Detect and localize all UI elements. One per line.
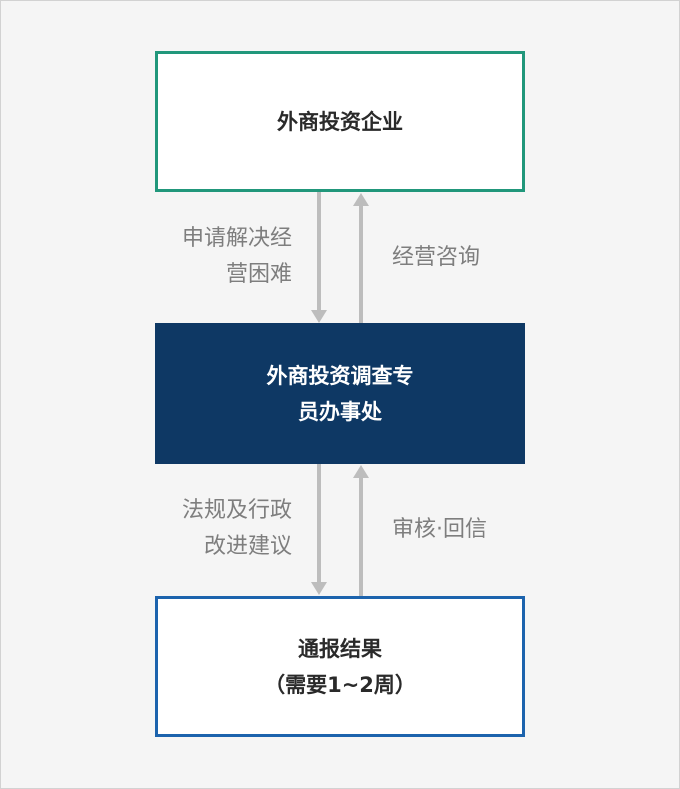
result-notification-box: 通报结果 （需要1~2周） (155, 596, 525, 737)
label-line: 营困难 (225, 262, 292, 287)
business-consultation-label: 经营咨询 (392, 240, 480, 276)
node-label-line: 通报结果 (298, 636, 382, 661)
label-line: 改进建议 (203, 534, 292, 559)
node-label-line: 员办事处 (298, 399, 382, 424)
request-help-label: 申请解决经 营困难 (140, 221, 292, 293)
node-label-line: （需要1~2周） (264, 672, 416, 697)
review-reply-label: 审核·回信 (392, 512, 487, 548)
ombudsman-office-box: 外商投资调查专 员办事处 (155, 323, 525, 464)
foreign-invested-enterprise-box: 外商投资企业 (155, 51, 525, 192)
label-line: 法规及行政 (181, 498, 292, 523)
regulation-improvement-label: 法规及行政 改进建议 (140, 493, 292, 565)
label-line: 经营咨询 (392, 245, 481, 270)
node-label: 外商投资企业 (277, 109, 403, 134)
node-label-line: 外商投资调查专 (266, 363, 414, 388)
label-line: 申请解决经 (181, 226, 292, 251)
label-line: 审核·回信 (392, 517, 487, 542)
